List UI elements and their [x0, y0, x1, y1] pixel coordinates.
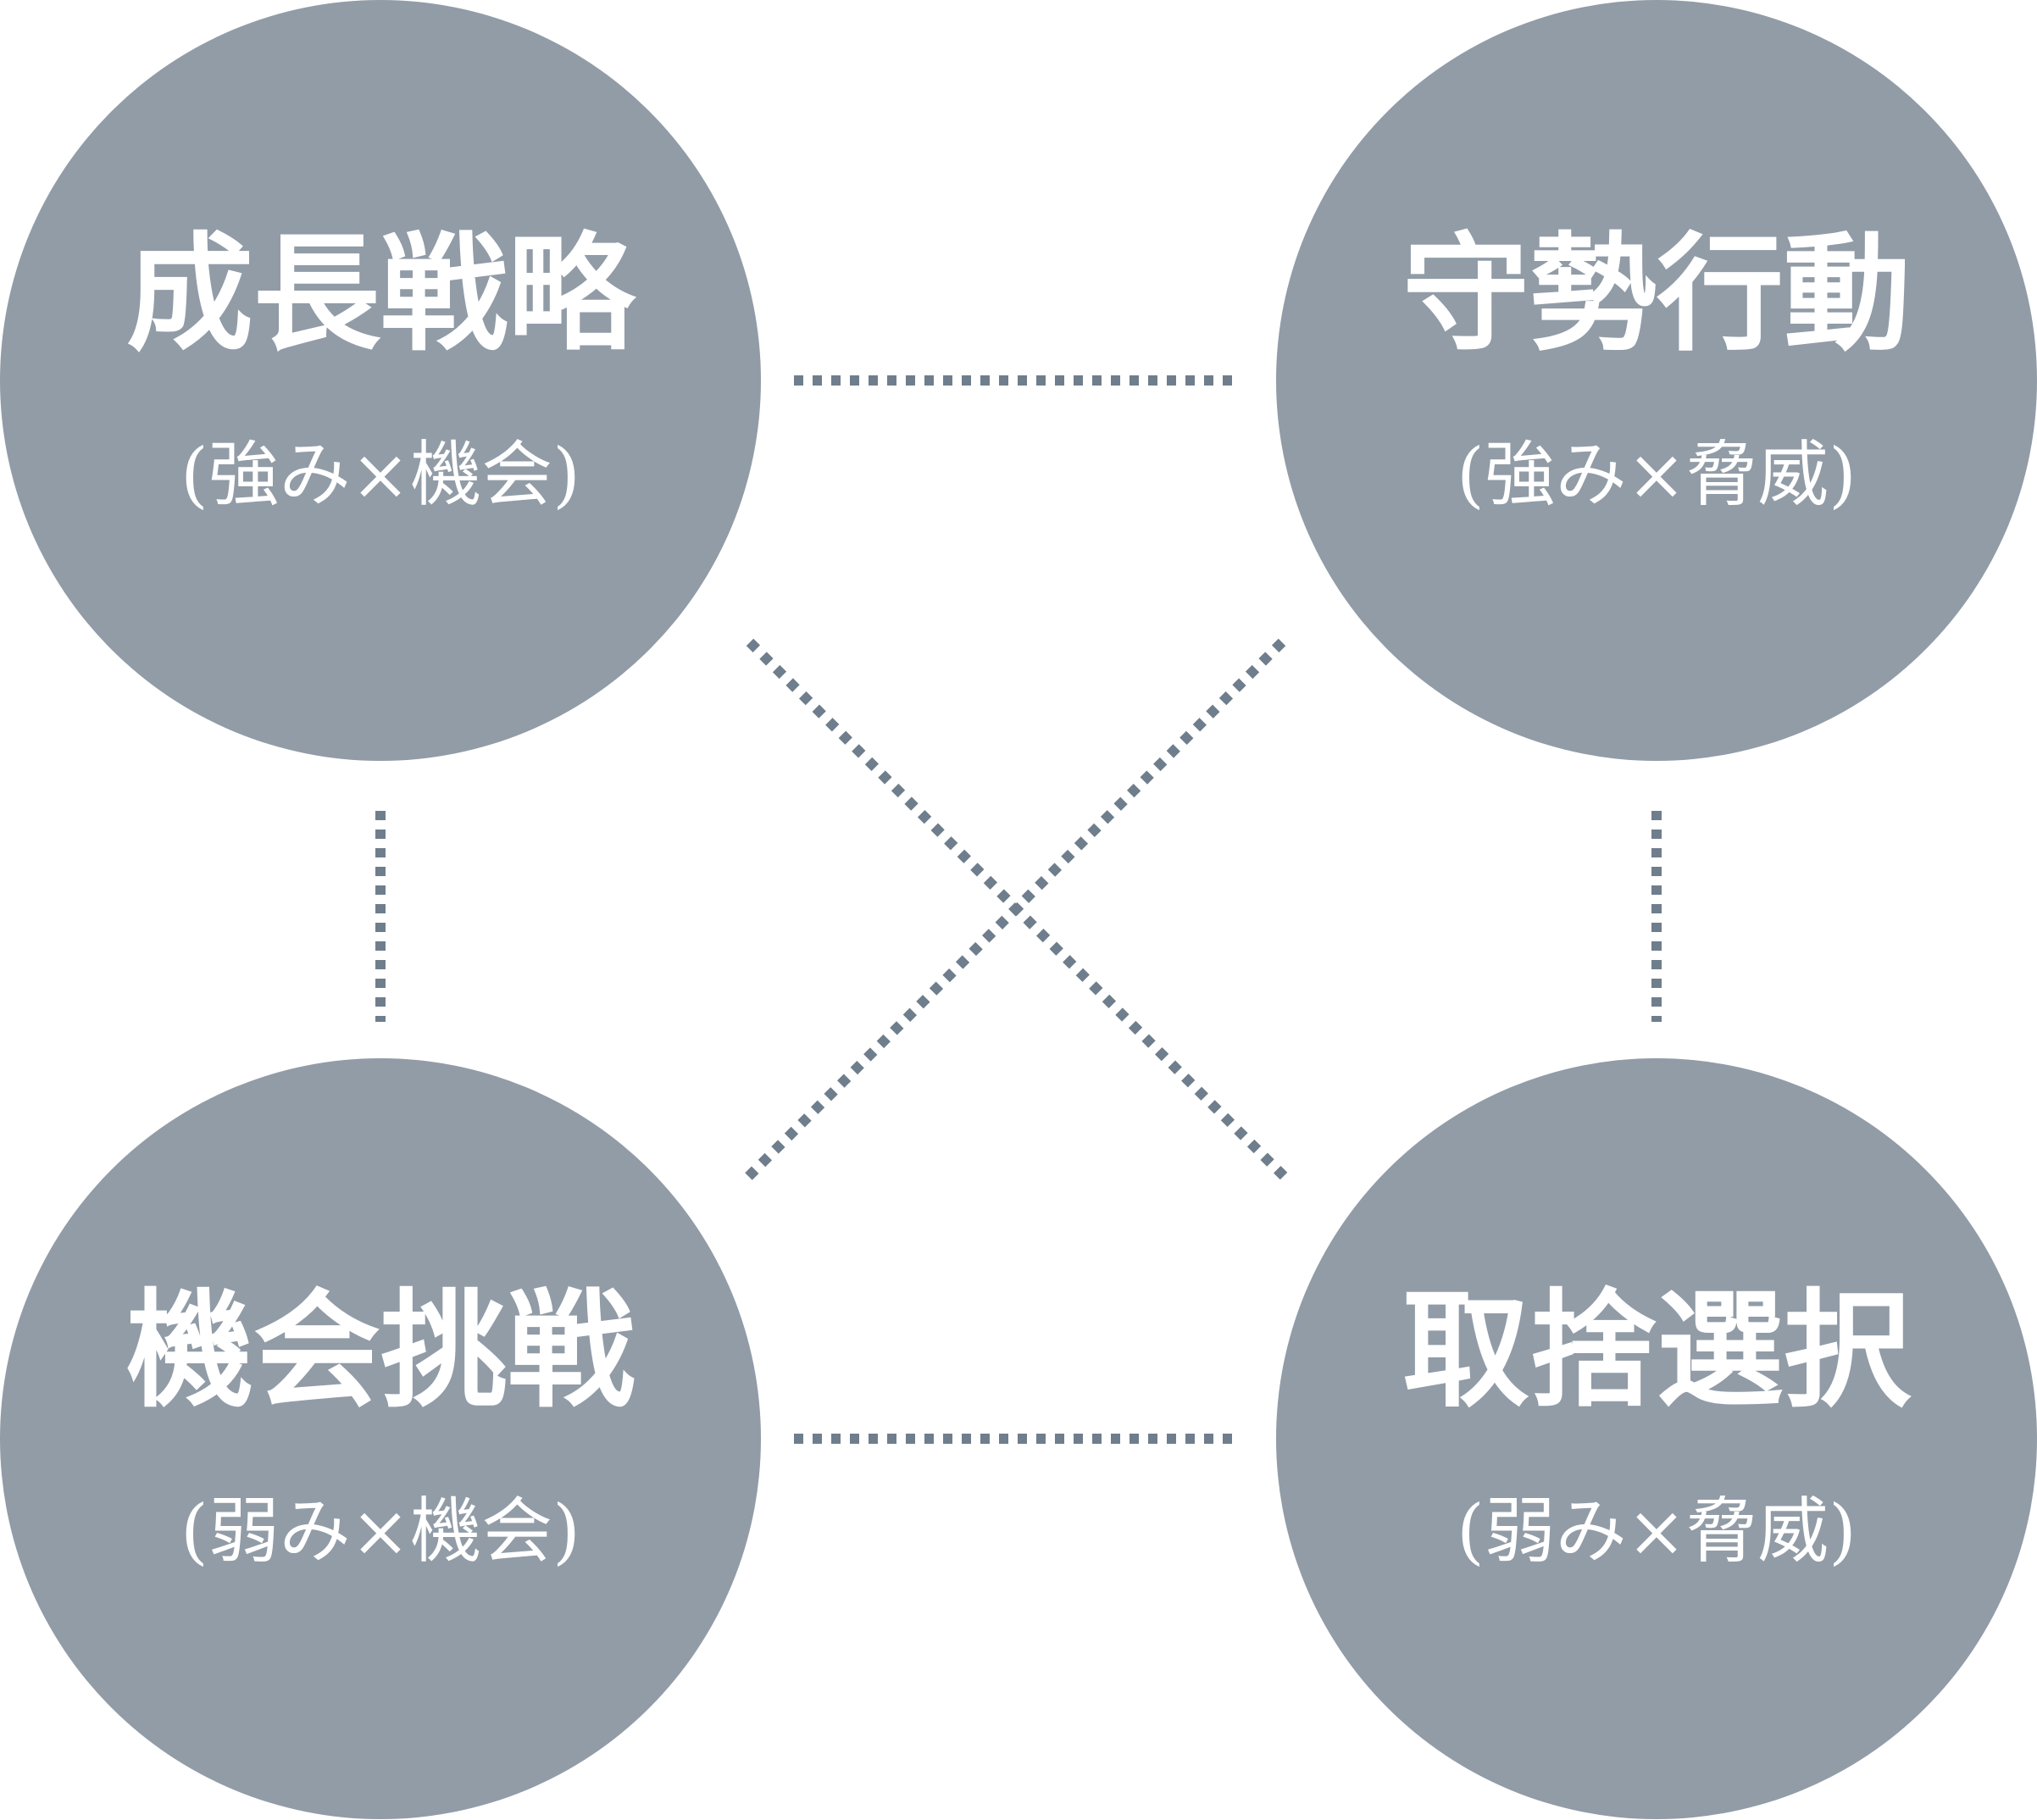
connector-diagonal-tr-bl	[741, 638, 1286, 1184]
node-subtitle: (強み×脅威)	[1457, 433, 1857, 516]
node-title: 守勢行動	[1402, 219, 1911, 369]
node-bottom-right: 取捨選択 (弱み×脅威)	[1276, 1058, 2037, 1819]
node-top-right: 守勢行動 (強み×脅威)	[1276, 0, 2037, 761]
node-bottom-left: 機会挑戦 (弱み×機会)	[0, 1058, 761, 1819]
node-top-left: 成長戦略 (強み×機会)	[0, 0, 761, 761]
node-circle	[1276, 1058, 2037, 1819]
node-circle	[1276, 0, 2037, 761]
node-title: 取捨選択	[1402, 1276, 1912, 1425]
node-title: 成長戦略	[126, 219, 637, 369]
node-circle	[0, 0, 761, 761]
node-circle	[0, 1058, 761, 1819]
node-subtitle: (弱み×脅威)	[1457, 1490, 1857, 1573]
node-subtitle: (弱み×機会)	[180, 1490, 580, 1573]
node-subtitle: (強み×機会)	[180, 433, 580, 516]
node-title: 機会挑戦	[126, 1276, 635, 1425]
